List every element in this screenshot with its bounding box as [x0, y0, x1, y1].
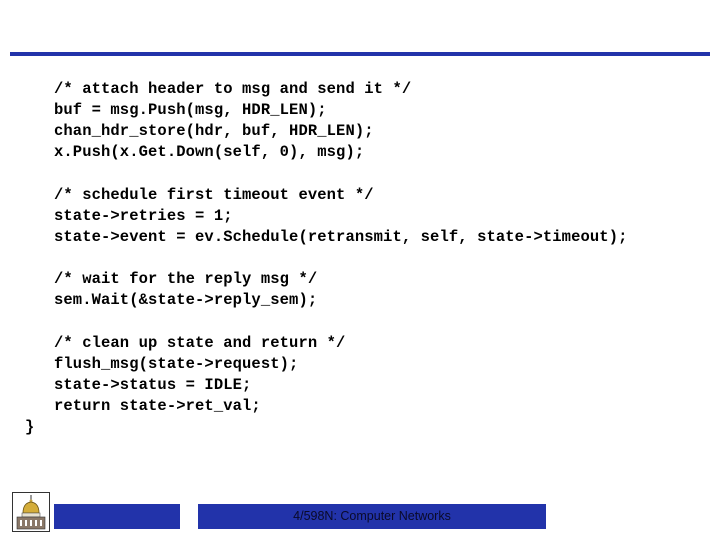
- footer-bar-right: [198, 504, 546, 529]
- code-comment-schedule-timeout: /* schedule first timeout event */: [54, 186, 374, 204]
- code-line-event-schedule: state->event = ev.Schedule(retransmit, s…: [54, 228, 628, 246]
- code-line-hdr-store: chan_hdr_store(hdr, buf, HDR_LEN);: [54, 122, 374, 140]
- footer-course-label: 4/598N: Computer Networks: [293, 509, 451, 523]
- code-line-retries: state->retries = 1;: [54, 207, 233, 225]
- code-line-msg-push: buf = msg.Push(msg, HDR_LEN);: [54, 101, 327, 119]
- code-comment-clean-up: /* clean up state and return */: [54, 334, 346, 352]
- code-line-x-push: x.Push(x.Get.Down(self, 0), msg);: [54, 143, 365, 161]
- code-line-status-idle: state->status = IDLE;: [54, 376, 252, 394]
- header-rule: [10, 52, 710, 56]
- university-dome-logo-icon: [12, 492, 50, 532]
- code-comment-attach-header: /* attach header to msg and send it */: [54, 80, 412, 98]
- code-line-flush-msg: flush_msg(state->request);: [54, 355, 299, 373]
- code-line-return: return state->ret_val;: [54, 397, 261, 415]
- code-comment-wait-reply: /* wait for the reply msg */: [54, 270, 318, 288]
- code-line-sem-wait: sem.Wait(&state->reply_sem);: [54, 291, 318, 309]
- footer-bar-left: [54, 504, 180, 529]
- code-closing-brace: }: [25, 418, 35, 436]
